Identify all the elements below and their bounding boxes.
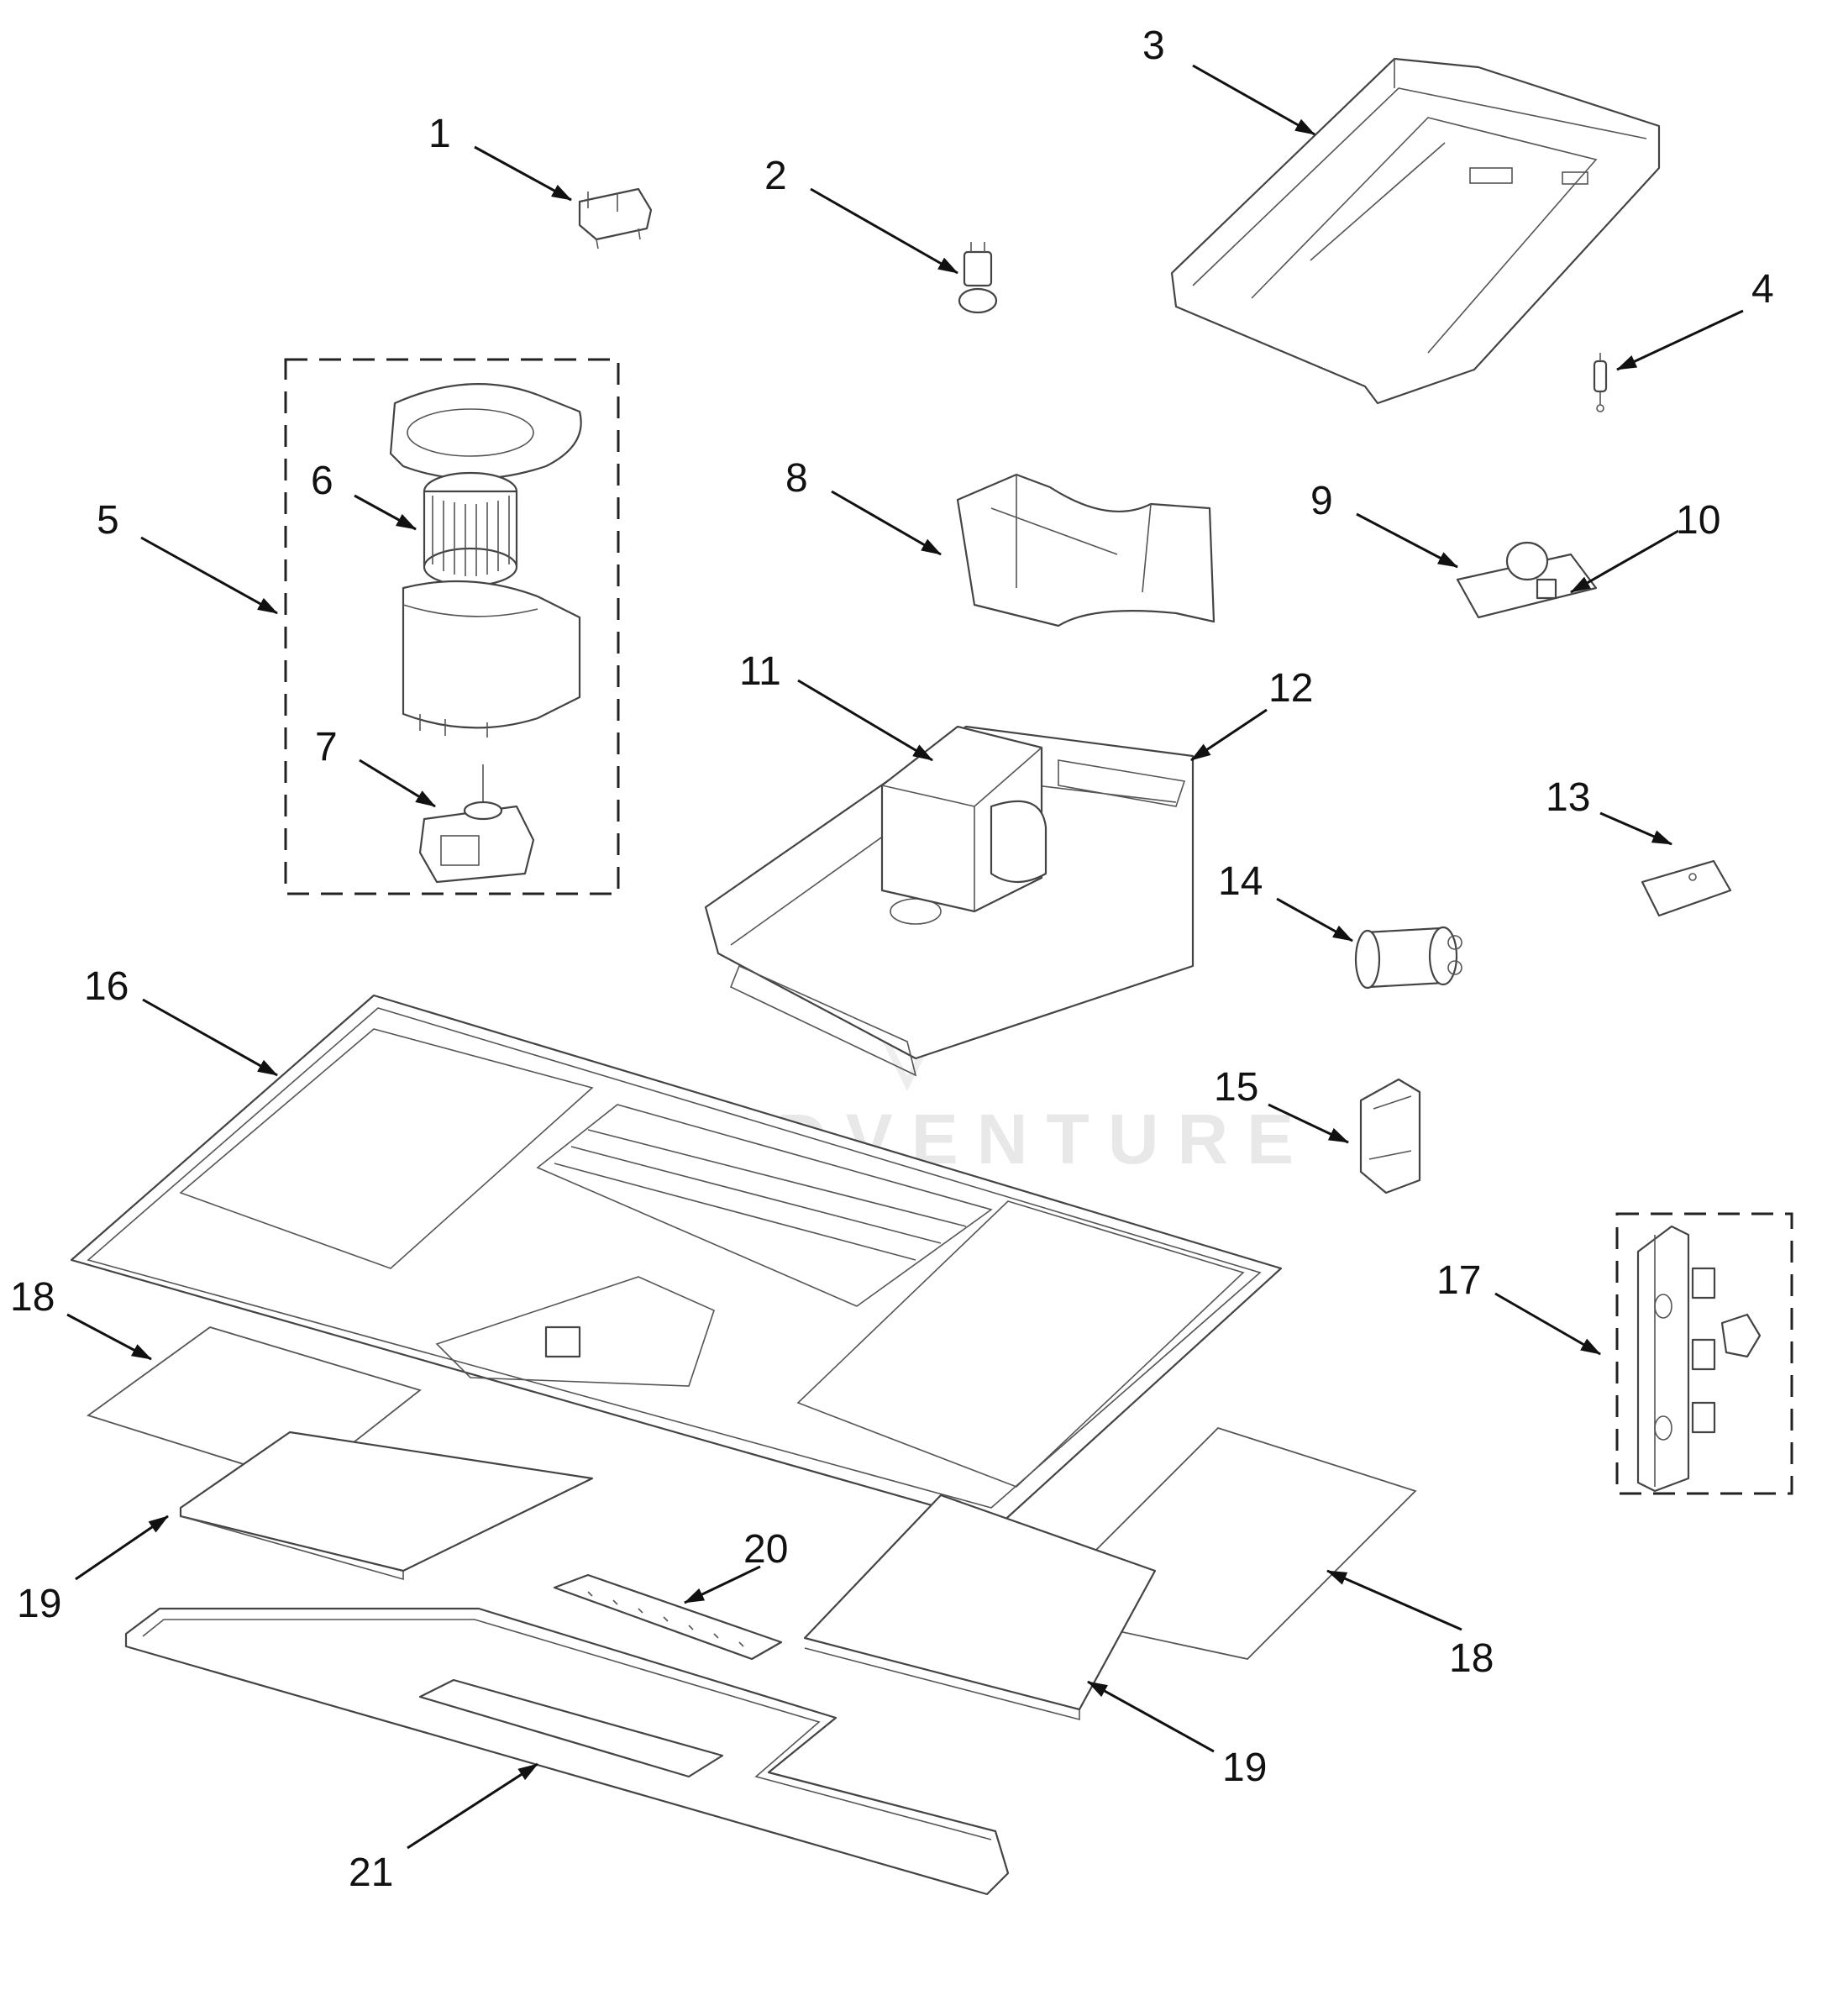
- fan-housing: [402, 580, 581, 738]
- callout-15: 15: [1214, 1065, 1258, 1110]
- leader-lines: [66, 64, 1744, 1850]
- callout-14: 14: [1218, 859, 1263, 904]
- leader-16: [142, 998, 278, 1077]
- leader-17: [1494, 1292, 1601, 1356]
- part-6-blower-wheel: [423, 471, 518, 587]
- callout-2: 2: [764, 154, 787, 198]
- leader-6: [354, 494, 417, 531]
- part-8-air-duct: [956, 473, 1216, 627]
- callout-3: 3: [1142, 24, 1165, 68]
- part-17-interlock-bracket: [1636, 1225, 1762, 1493]
- leader-18b: [1326, 1569, 1462, 1631]
- leader-18a: [66, 1313, 152, 1361]
- leader-4: [1616, 309, 1744, 371]
- part-19-right-cover-board: [803, 1494, 1157, 1721]
- fan-assembly-group-outline: [284, 358, 620, 895]
- callout-8: 8: [785, 456, 808, 501]
- part-20-led-bar: [553, 1573, 783, 1661]
- callout-5: 5: [97, 498, 119, 543]
- callout-10: 10: [1676, 498, 1720, 543]
- leader-3: [1192, 64, 1315, 136]
- part-10-board-capacitor: [1505, 541, 1557, 600]
- callout-9: 9: [1310, 479, 1333, 523]
- callout-16: 16: [84, 964, 129, 1009]
- leader-11: [797, 679, 933, 762]
- part-19-left-cover-board: [179, 1431, 594, 1581]
- callout-11: 11: [739, 649, 781, 694]
- leader-1: [474, 145, 572, 202]
- callout-1: 1: [428, 112, 451, 156]
- callout-19-right: 19: [1222, 1746, 1267, 1790]
- leader-14: [1276, 897, 1353, 942]
- leader-2: [810, 187, 958, 275]
- interlock-group-outline: [1615, 1212, 1793, 1495]
- callout-18-left: 18: [10, 1275, 55, 1320]
- leader-19b: [1087, 1680, 1215, 1753]
- part-21-bottom-frame: [124, 1607, 1010, 1896]
- callout-19-left: 19: [17, 1582, 61, 1626]
- leader-12: [1190, 708, 1268, 762]
- part-14-capacitor: [1354, 926, 1462, 990]
- part-16-main-panel: [70, 994, 1283, 1526]
- callout-7: 7: [315, 725, 338, 769]
- part-15-capacitor-bracket: [1359, 1078, 1421, 1194]
- part-13-small-board: [1641, 859, 1732, 917]
- callout-21: 21: [349, 1851, 393, 1895]
- callout-18-right: 18: [1449, 1636, 1494, 1681]
- callout-12: 12: [1268, 666, 1313, 711]
- leader-5: [140, 536, 278, 615]
- leader-13: [1599, 811, 1672, 846]
- leader-15: [1268, 1103, 1349, 1144]
- leader-20: [684, 1565, 761, 1604]
- callout-labels: 1 2 3 4 5 6 7 8 9 10 11 12 13 14 15 16 1…: [10, 24, 1774, 1895]
- fan-mount-plate: [389, 383, 582, 480]
- part-4-fuse: [1593, 353, 1608, 412]
- callout-20: 20: [743, 1527, 788, 1572]
- leader-10: [1570, 529, 1679, 594]
- part-1-bracket: [578, 187, 653, 249]
- callout-6: 6: [311, 459, 333, 503]
- part-7-fan-motor: [418, 764, 535, 884]
- callout-17: 17: [1436, 1258, 1481, 1303]
- part-11-transformer: [880, 725, 1048, 913]
- leader-8: [831, 490, 942, 556]
- leader-19a: [75, 1515, 169, 1581]
- leader-7: [359, 759, 436, 808]
- part-2-thermal-fuse: [958, 242, 998, 314]
- leader-9: [1356, 512, 1458, 569]
- leader-21: [407, 1762, 538, 1850]
- callout-4: 4: [1751, 267, 1774, 312]
- callout-13: 13: [1546, 775, 1590, 820]
- part-3-chassis-bracket: [1170, 57, 1661, 405]
